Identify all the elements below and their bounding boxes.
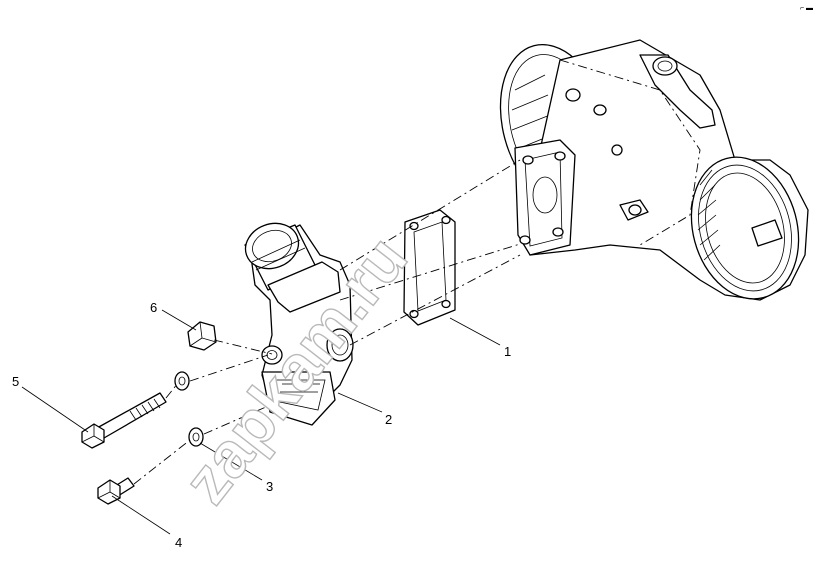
corner-mark: ⌐ ▬ <box>800 5 813 12</box>
washer-upper <box>174 371 190 391</box>
washer-part-3 <box>188 427 204 447</box>
water-pump-housing <box>499 39 809 301</box>
callout-4: 4 <box>175 535 182 550</box>
leader-lines <box>21 309 501 535</box>
callout-3: 3 <box>266 479 273 494</box>
short-bolt-part-4 <box>97 477 135 505</box>
thermostat-housing-part-2 <box>244 222 354 426</box>
assembly-axis-lines <box>133 159 521 485</box>
callout-1: 1 <box>504 344 511 359</box>
callout-5: 5 <box>12 374 19 389</box>
nut-part-6 <box>187 321 217 351</box>
long-bolt-part-5 <box>81 392 167 449</box>
callout-2: 2 <box>385 412 392 427</box>
callout-6: 6 <box>150 300 157 315</box>
